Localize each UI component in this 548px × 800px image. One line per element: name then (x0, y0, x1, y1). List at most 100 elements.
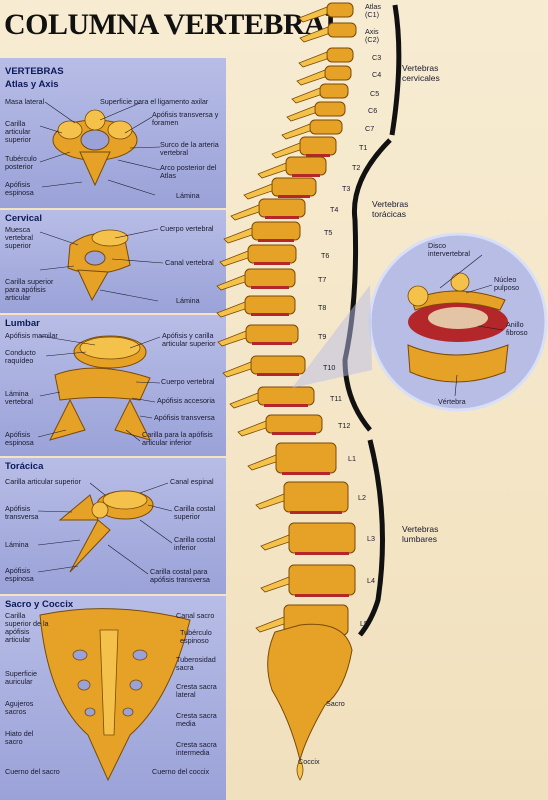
lumbar-label: Cuerpo vertebral (161, 377, 215, 386)
spinous-process (296, 69, 326, 86)
level-label: C6 (368, 106, 378, 115)
intervertebral-disc (306, 154, 330, 157)
atlas-label: Carilla articular superior (5, 119, 31, 144)
level-label: L1 (348, 454, 356, 463)
level-label: L3 (367, 534, 375, 543)
vertebra-body (271, 177, 317, 197)
vertebra-body (244, 295, 296, 315)
cervical-label: Muesca vertebral superior (5, 225, 33, 250)
cervical-label: Cuerpo vertebral (160, 224, 214, 233)
intervertebral-disc (257, 373, 299, 376)
spinous-process (255, 493, 285, 510)
level-label: L2 (358, 493, 366, 502)
spinous-process (229, 392, 259, 409)
sacro-label: Cresta sacra lateral (176, 682, 217, 699)
level-label: T3 (342, 184, 351, 193)
intervertebral-disc (251, 286, 289, 289)
level-label: C3 (372, 53, 382, 62)
level-label: L4 (367, 576, 375, 585)
vertebra-body (247, 244, 297, 264)
toracica-label: Carilla costal para apófisis transversa (150, 567, 210, 584)
toracica-heading: Torácica (5, 461, 44, 472)
sacro-label: Cresta sacra media (176, 711, 217, 728)
spinous-process (260, 576, 290, 593)
vertebra-body (275, 442, 337, 474)
sacro-label: Hiato del sacro (5, 729, 34, 746)
lumbar-label: Apófisis mamilar (5, 331, 58, 340)
intervertebral-disc (254, 262, 290, 265)
toracica-label: Lámina (5, 540, 29, 549)
lumbar-bone-drawing (49, 335, 151, 441)
thoracic-bone-drawing (58, 490, 154, 573)
lumbar-label: Apófisis transversa (154, 413, 215, 422)
spinous-process (216, 301, 246, 318)
spinous-process (237, 420, 267, 437)
region-label: Vertebras torácicas (372, 199, 409, 219)
level-label: T11 (330, 394, 342, 403)
lumbar-heading: Lumbar (5, 318, 40, 329)
spinous-process (219, 250, 249, 267)
vertebra-body (283, 481, 349, 513)
sacro-heading: Sacro y Coccix (5, 599, 74, 610)
atlas-label: Masa lateral (5, 97, 45, 106)
lumbar-label: Carilla para la apófisis articular infer… (142, 430, 213, 447)
level-label: T5 (324, 228, 333, 237)
level-label: Axis (C2) (365, 27, 379, 44)
lumbar-label: Apófisis y carilla articular superior (162, 331, 216, 348)
spinous-process (230, 204, 260, 221)
intervertebral-disc (292, 174, 320, 177)
atlas-label: Arco posterior del Atlas (160, 163, 217, 180)
cervical-label: Carilla superior para apófisis articular (5, 277, 54, 302)
atlas-heading: Atlas y Axis (5, 79, 59, 90)
sacrum-bone-drawing (39, 608, 191, 782)
inset-label: Anillo fibroso (506, 320, 528, 337)
toracica-label: Carilla costal superior (174, 504, 216, 521)
panel-toracica (0, 458, 226, 596)
intervertebral-disc (282, 472, 330, 475)
toracica-label: Apófisis transversa (5, 504, 39, 521)
coccix-label-spine: Coccix (298, 757, 320, 766)
lumbar-label: Lámina vertebral (5, 389, 33, 406)
spinous-process (291, 87, 321, 104)
spine-column-drawing (216, 2, 357, 781)
intervertebral-disc (265, 216, 299, 219)
sacro-label: Cuerno del sacro (5, 767, 60, 776)
vertebra-body (251, 221, 301, 241)
spinous-process (298, 6, 328, 23)
spinous-process (281, 123, 311, 140)
sacro-label-spine: Sacro (326, 699, 345, 708)
toracica-label: Canal espinal (170, 477, 214, 486)
level-label: T7 (318, 275, 327, 284)
vertebra-body (257, 386, 315, 406)
lumbar-label: Apófisis accesoria (157, 396, 215, 405)
lumbar-label: Conducto raquídeo (5, 348, 36, 365)
vertebra-body (265, 414, 323, 434)
level-label: C5 (370, 89, 380, 98)
atlas-label: Lámina (176, 191, 200, 200)
leader-lines (37, 101, 504, 575)
sacro-label: Carilla superior de la apófisis articula… (5, 611, 49, 644)
cervical-bone-drawing (67, 229, 131, 302)
spinous-process (257, 162, 287, 179)
level-label: T12 (338, 421, 351, 430)
inset-label: Núcleo pulposo (494, 275, 520, 292)
level-label: T8 (318, 303, 327, 312)
level-label: L5 (360, 619, 368, 628)
vertebra-body (314, 101, 346, 117)
lumbar-label: Apófisis espinosa (5, 430, 34, 447)
cervical-bracket (389, 4, 402, 136)
level-label: C7 (365, 124, 375, 133)
spinous-process (260, 534, 290, 551)
region-label: Vertebras lumbares (402, 524, 439, 544)
sacro-label: Canal sacro (176, 611, 215, 620)
intervertebral-disc (264, 404, 308, 407)
cervical-heading: Cervical (5, 213, 42, 224)
toracica-label: Carilla costal inferior (174, 535, 216, 552)
vertebra-body (258, 198, 306, 218)
cervical-label: Lámina (176, 296, 200, 305)
intervertebral-disc (252, 342, 292, 345)
vertebras-heading: VERTEBRAS (5, 66, 64, 77)
level-label: T2 (352, 163, 361, 172)
atlas-label: Apófisis transversa y foramen (152, 110, 219, 127)
